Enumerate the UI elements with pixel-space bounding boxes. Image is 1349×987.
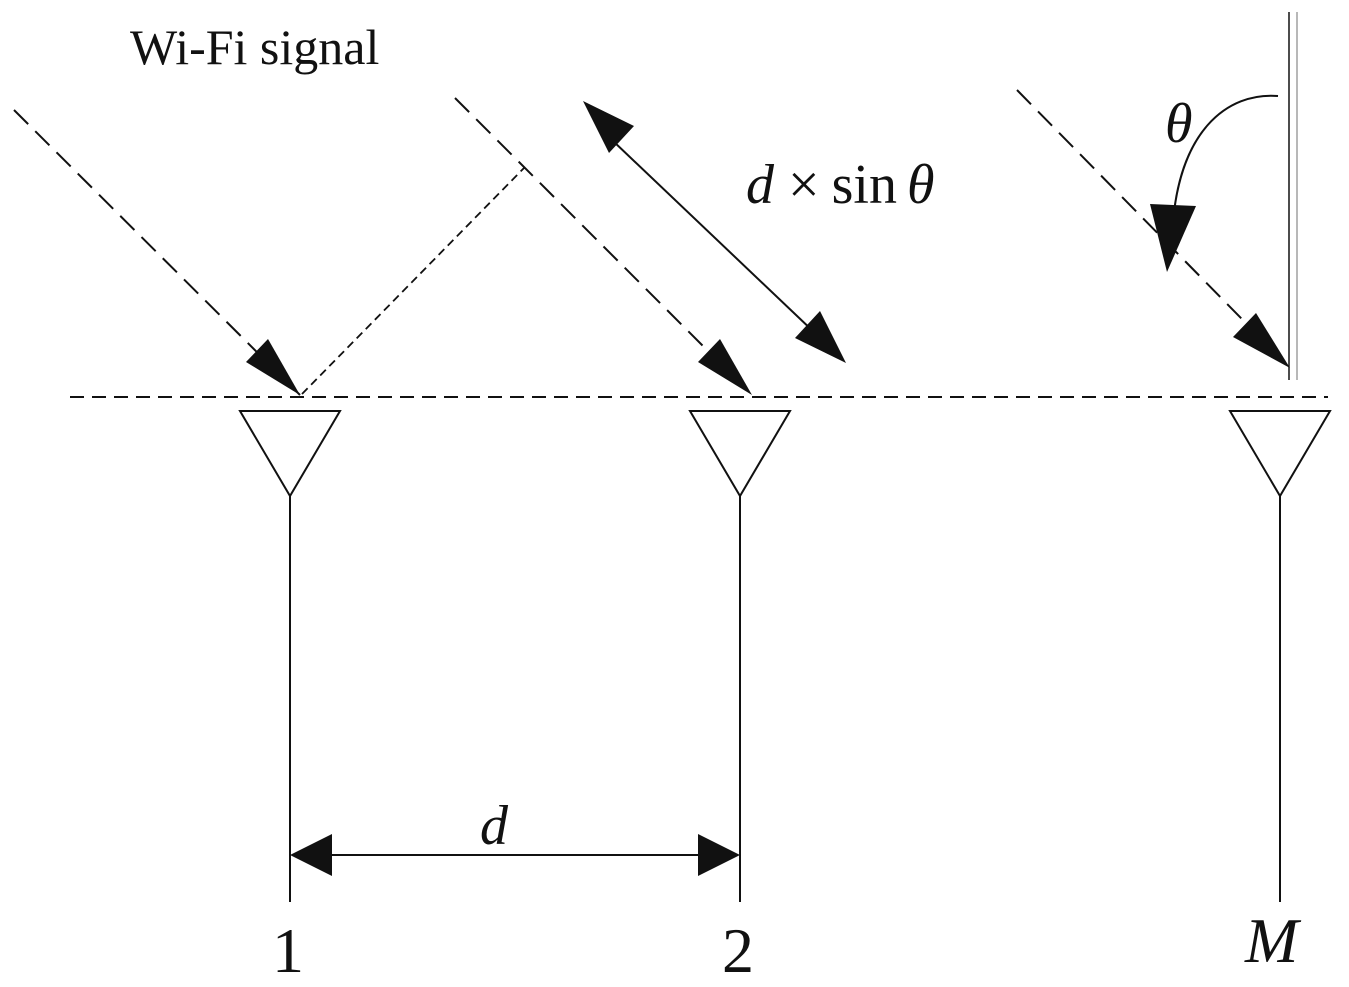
normal-reference-line xyxy=(1288,12,1298,380)
signal-ray-2-arrowhead xyxy=(698,339,752,395)
path-difference-arrow xyxy=(583,101,846,363)
antenna-element-2 xyxy=(688,410,792,902)
angle-label: θ xyxy=(1165,93,1193,155)
angle-arc xyxy=(1171,94,1279,239)
signal-ray-1-arrowhead xyxy=(246,339,300,395)
antenna-triangle-m xyxy=(1228,410,1332,498)
signal-ray-1 xyxy=(13,109,301,396)
antenna-label-2: 2 xyxy=(722,915,754,986)
spacing-arrowhead-left xyxy=(290,834,332,876)
antenna-element-1 xyxy=(238,410,342,902)
path-difference-sin: sin xyxy=(832,154,897,216)
antenna-label-1: 1 xyxy=(272,915,304,986)
path-difference-times: × xyxy=(788,154,820,216)
path-difference-theta: θ xyxy=(907,154,935,216)
signal-ray-arrowheads xyxy=(246,313,1290,395)
signal-rays xyxy=(13,89,1291,396)
spacing-arrowhead-right xyxy=(698,834,740,876)
angle-arc-arrowhead xyxy=(1150,204,1196,272)
signal-ray-2 xyxy=(454,97,753,396)
signal-ray-m-arrowhead xyxy=(1233,313,1290,368)
spacing-arrow xyxy=(290,834,740,876)
antenna-label-m: M xyxy=(1244,905,1302,976)
wavefront-line xyxy=(301,167,525,395)
signal-label: Wi-Fi signal xyxy=(130,19,379,75)
antenna-element-m xyxy=(1228,410,1332,902)
signal-ray-m xyxy=(1016,89,1291,369)
path-difference-arrowhead-end xyxy=(795,311,846,363)
antenna-triangle-2 xyxy=(688,410,792,498)
path-difference-shaft xyxy=(611,139,817,335)
path-difference-arrowhead-start xyxy=(583,101,634,153)
spacing-label: d xyxy=(480,795,509,857)
path-difference-d: d xyxy=(746,154,775,216)
antenna-triangle-1 xyxy=(238,410,342,498)
